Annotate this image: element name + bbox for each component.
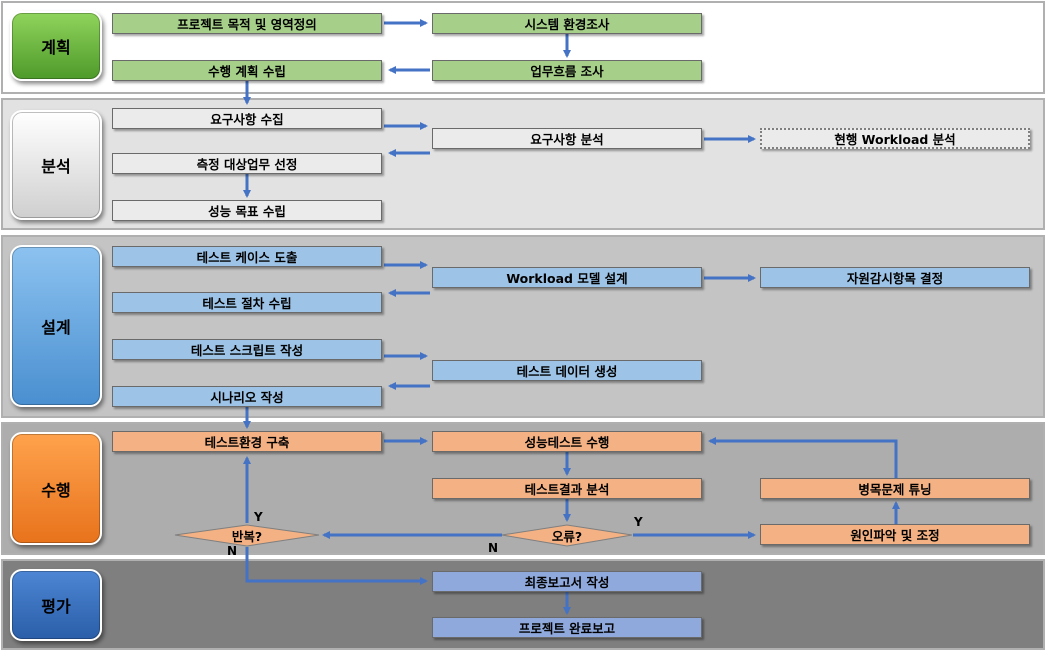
- arrow-repeat-no: [245, 547, 428, 585]
- phase-analysis: 분석: [10, 110, 102, 220]
- box-test-case: 테스트 케이스 도출: [112, 246, 382, 267]
- box-work-plan: 수행 계획 수립: [112, 60, 382, 81]
- box-workflow-survey: 업무흐름 조사: [432, 60, 702, 81]
- phase-design: 설계: [10, 245, 102, 407]
- box-workload-model: Workload 모델 설계: [432, 267, 702, 288]
- box-req-collect: 요구사항 수집: [112, 108, 382, 129]
- box-final-report: 최종보고서 작성: [432, 571, 702, 592]
- box-project-scope: 프로젝트 목적 및 영역정의: [112, 13, 382, 34]
- label-yes-repeat: Y: [254, 510, 263, 524]
- label-no-error: N: [488, 541, 499, 555]
- box-bottleneck-tuning: 병목문제 튜닝: [760, 478, 1030, 499]
- box-req-analysis: 요구사항 분석: [432, 128, 702, 149]
- box-perf-goal: 성능 목표 수립: [112, 200, 382, 221]
- decision-repeat-label: 반복?: [231, 529, 263, 544]
- label-yes-error: Y: [634, 515, 643, 529]
- box-test-data: 테스트 데이터 생성: [432, 360, 702, 381]
- box-test-script: 테스트 스크립트 작성: [112, 339, 382, 360]
- label-no-repeat: N: [227, 544, 238, 558]
- decision-error-label: 오류?: [551, 529, 583, 544]
- box-test-procedure: 테스트 절차 수립: [112, 292, 382, 313]
- box-current-workload: 현행 Workload 분석: [760, 128, 1030, 149]
- arrow-tuning-to-test: [708, 437, 898, 480]
- box-resource-monitor: 자원감시항목 결정: [760, 267, 1030, 288]
- box-result-analysis: 테스트결과 분석: [432, 478, 702, 499]
- diamond-error: [501, 524, 633, 547]
- box-completion-report: 프로젝트 완료보고: [432, 617, 702, 638]
- box-test-env: 테스트환경 구축: [112, 431, 382, 452]
- box-system-survey: 시스템 환경조사: [432, 13, 702, 34]
- phase-evaluate: 평가: [10, 569, 102, 641]
- phase-execute: 수행: [10, 432, 102, 545]
- box-cause-fix: 원인파악 및 조정: [760, 524, 1030, 545]
- diamond-repeat: [174, 524, 320, 547]
- box-target-select: 측정 대상업무 선정: [112, 153, 382, 174]
- box-scenario: 시나리오 작성: [112, 386, 382, 407]
- box-perf-test: 성능테스트 수행: [432, 431, 702, 452]
- phase-plan: 계획: [10, 11, 102, 81]
